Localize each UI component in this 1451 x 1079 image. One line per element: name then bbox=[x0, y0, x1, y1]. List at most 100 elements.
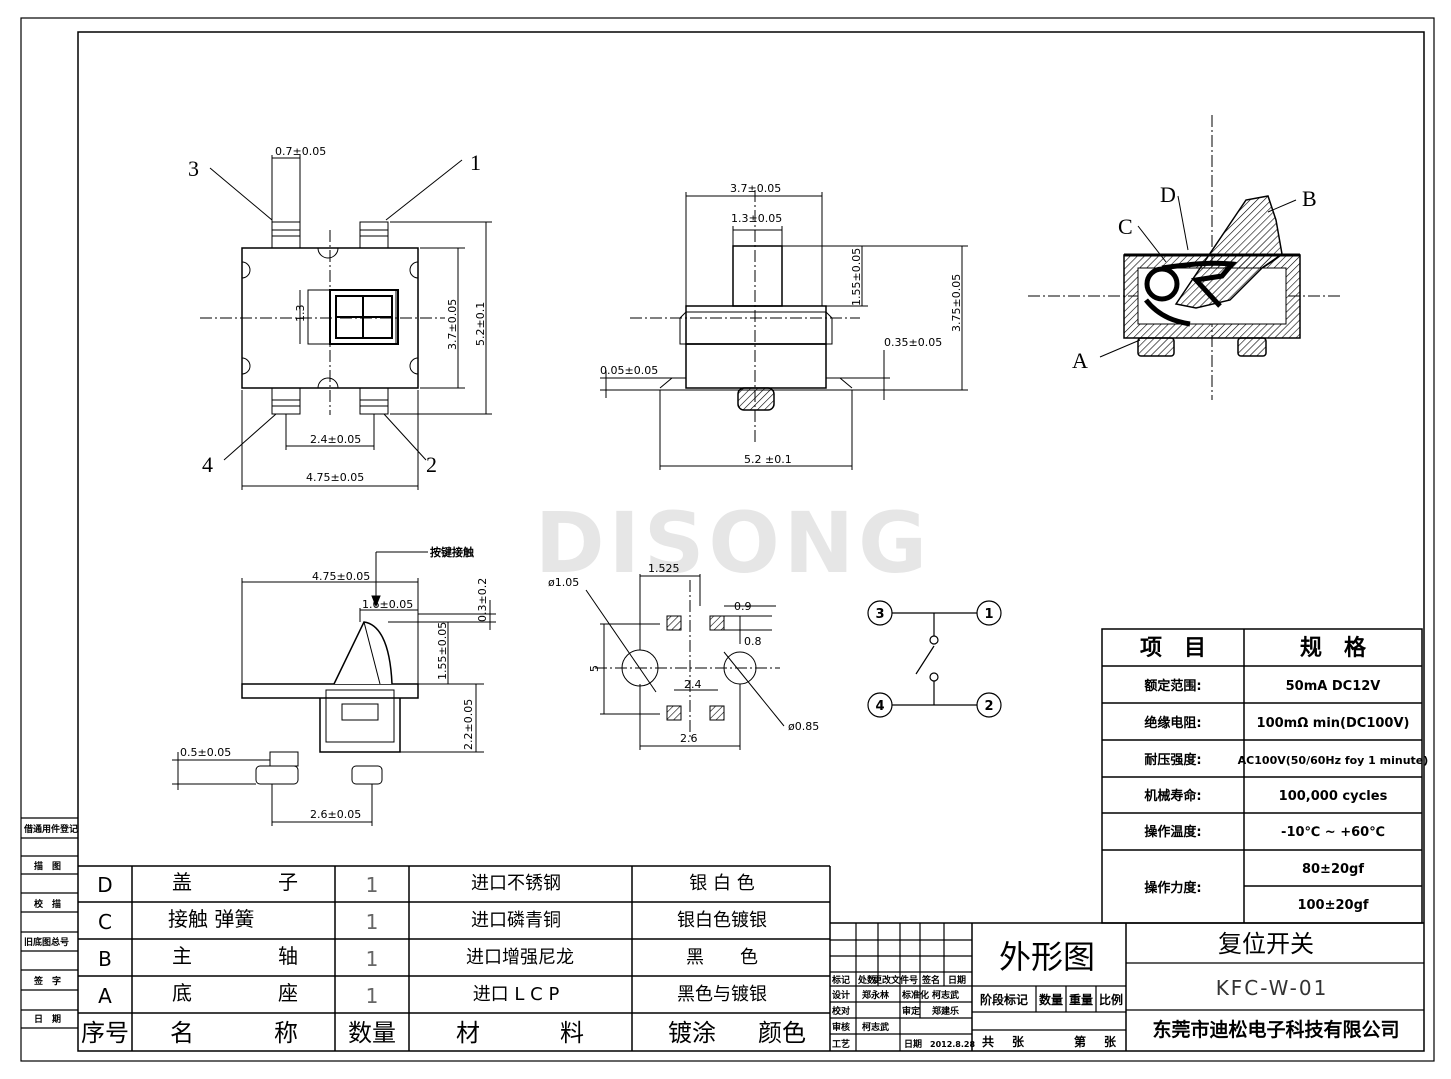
section-view bbox=[1028, 115, 1340, 400]
spec-item: 额定范围: bbox=[1144, 678, 1201, 694]
date: 2012.8.28 bbox=[930, 1040, 975, 1049]
dim-hole-1-05: ø1.05 bbox=[548, 576, 579, 589]
model-number: KFC-W-01 bbox=[1216, 976, 1329, 1000]
dim-front-width: 4.75±0.05 bbox=[312, 570, 370, 583]
part-material: 进口磷青铜 bbox=[471, 910, 561, 931]
stage-header: 比例 bbox=[1099, 992, 1123, 1007]
rev-header: 签名 bbox=[921, 974, 940, 986]
part-finish: 黑 色 bbox=[686, 947, 758, 968]
dim-lead-0-05: 0.05±0.05 bbox=[600, 364, 658, 377]
stage-header: 重量 bbox=[1069, 992, 1093, 1007]
parts-footer-material: 材 bbox=[456, 1019, 480, 1047]
outer-border bbox=[20, 17, 1435, 1062]
part-qty: 1 bbox=[366, 873, 379, 897]
front-contact-label: 按键接触 bbox=[430, 545, 474, 559]
parts-footer-id: 序号 bbox=[81, 1019, 129, 1047]
parts-footer-name: 名 bbox=[170, 1019, 194, 1047]
switch-schematic bbox=[867, 600, 1002, 718]
dim-pin-width: 0.7±0.05 bbox=[275, 145, 326, 158]
rev-header: 标记 bbox=[831, 974, 850, 986]
role: 工艺 bbox=[832, 1038, 850, 1050]
part-name: 接触 弹簧 bbox=[168, 907, 254, 931]
strip-label: 签 字 bbox=[33, 975, 61, 987]
spec-table bbox=[1101, 628, 1423, 924]
dim-front-pitch: 2.6±0.05 bbox=[310, 808, 361, 821]
dim-window: 1.3 bbox=[294, 305, 307, 323]
dim-front-act-h: 1.55±0.05 bbox=[436, 622, 449, 680]
strip-label: 日 期 bbox=[34, 1013, 61, 1025]
top-pin-4: 4 bbox=[202, 452, 213, 477]
part-name-2: 轴 bbox=[278, 944, 298, 968]
spec-item: 操作力度: bbox=[1144, 880, 1201, 896]
drawing-type: 外形图 bbox=[999, 938, 1095, 976]
part-material: 进口 L C P bbox=[473, 984, 560, 1005]
strip-label: 旧底图总号 bbox=[24, 936, 69, 948]
part-name: 底 bbox=[172, 981, 192, 1005]
role: 标准化 bbox=[901, 989, 929, 1001]
left-strip bbox=[21, 817, 78, 1029]
rev-header: 更改文件号 bbox=[873, 974, 918, 986]
dim-front-gap: 0.3±0.2 bbox=[476, 578, 489, 622]
parts-footer-qty: 数量 bbox=[348, 1019, 396, 1047]
parts-footer-finish-2: 颜色 bbox=[758, 1019, 806, 1047]
part-id: C bbox=[98, 910, 112, 934]
spec-item: 操作温度: bbox=[1144, 824, 1201, 840]
inner-border bbox=[77, 31, 1425, 1052]
watermark: DISONG bbox=[535, 494, 931, 592]
part-id: D bbox=[97, 873, 112, 897]
part-name-2: 子 bbox=[278, 870, 298, 894]
part-qty: 1 bbox=[366, 910, 379, 934]
left-strip-labels: 借通用件登记 描 图 校 描 旧底图总号 签 字 日 期 bbox=[23, 823, 78, 1025]
person: 郑永林 bbox=[862, 989, 890, 1001]
strip-label: 校 描 bbox=[34, 898, 61, 910]
spec-item: 机械寿命: bbox=[1144, 788, 1201, 804]
rev-header: 日期 bbox=[948, 974, 966, 986]
part-name-2: 座 bbox=[278, 981, 298, 1005]
part-finish: 银白色镀银 bbox=[677, 910, 767, 931]
dim-height-5-2: 5.2±0.1 bbox=[474, 302, 487, 346]
dim-front-body-h: 2.2±0.05 bbox=[462, 699, 475, 750]
spec-value: -10℃ ~ +60℃ bbox=[1281, 825, 1385, 840]
spec-header-spec: 规 格 bbox=[1300, 635, 1367, 661]
dim-front-act: 1.6±0.05 bbox=[362, 598, 413, 611]
spec-item: 绝缘电阻: bbox=[1144, 715, 1201, 731]
spec-header-item: 项 目 bbox=[1140, 636, 1206, 661]
role: 设计 bbox=[832, 989, 850, 1001]
part-finish: 黑色与镀银 bbox=[677, 984, 767, 1005]
parts-footer-name-2: 称 bbox=[274, 1019, 298, 1047]
role: 日期 bbox=[904, 1038, 922, 1050]
parts-footer-finish: 镀涂 bbox=[668, 1019, 716, 1047]
section-label-b: B bbox=[1302, 186, 1317, 211]
parts-table bbox=[78, 865, 831, 1051]
spec-value: 100mΩ min(DC100V) bbox=[1257, 716, 1410, 731]
dim-stem-1-3: 1.3±0.05 bbox=[731, 212, 782, 225]
strip-label: 借通用件登记 bbox=[23, 823, 78, 835]
revision-block: 标记 处数 更改文件号 签名 日期 设计 郑永林 标准化 柯志武 校对 审定 郑… bbox=[831, 974, 975, 1050]
side-view bbox=[600, 190, 968, 470]
role: 校对 bbox=[832, 1005, 850, 1017]
person: 柯志武 bbox=[862, 1021, 889, 1033]
part-name: 盖 bbox=[172, 870, 192, 894]
stage-header: 数量 bbox=[1039, 992, 1063, 1007]
strip-label: 描 图 bbox=[34, 860, 61, 872]
part-name: 主 bbox=[172, 944, 192, 968]
spec-value: 80±20gf bbox=[1302, 862, 1364, 877]
top-pin-3: 3 bbox=[188, 156, 199, 181]
sheet-count: 张 bbox=[1104, 1034, 1117, 1049]
spec-item: 耐压强度: bbox=[1144, 752, 1201, 768]
section-label-a: A bbox=[1072, 348, 1088, 373]
parts-footer-material-2: 料 bbox=[560, 1019, 584, 1047]
stage-header: 阶段标记 bbox=[980, 992, 1028, 1007]
dim-lead-0-35: 0.35±0.05 bbox=[884, 336, 942, 349]
section-label-c: C bbox=[1118, 214, 1133, 239]
top-view bbox=[200, 155, 492, 490]
dim-hole-0-85: ø0.85 bbox=[788, 720, 819, 733]
title-block bbox=[830, 922, 1424, 1051]
part-qty: 1 bbox=[366, 984, 379, 1008]
spec-value: AC100V(50/60Hz foy 1 minute) bbox=[1238, 754, 1429, 767]
spec-value: 50mA DC12V bbox=[1286, 679, 1381, 694]
dim-fp-2-6: 2.6 bbox=[680, 732, 698, 745]
dim-fp-2-4: 2.4 bbox=[684, 678, 702, 691]
dim-span-5-2: 5.2 ±0.1 bbox=[744, 453, 792, 466]
